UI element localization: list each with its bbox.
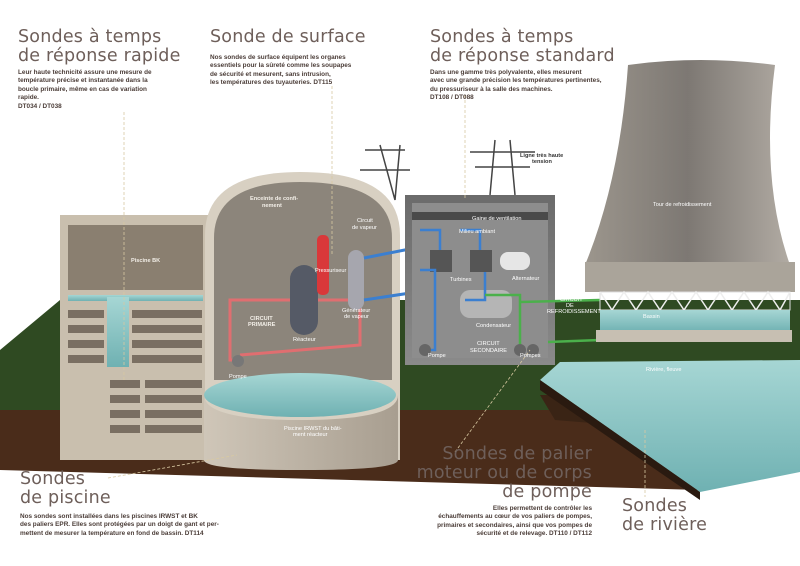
label-circuit-vapeur-2: de vapeur	[352, 225, 377, 231]
label-ligne-ht-2: tension	[532, 159, 552, 165]
condenser	[460, 290, 512, 318]
label-tour: Tour de refroidissement	[653, 202, 712, 208]
label-condensateur: Condensateur	[476, 323, 511, 329]
pool-bk-water	[107, 297, 129, 367]
body-line: sécurité et de relevage. DT110 / DT112	[476, 530, 592, 538]
alternator	[500, 252, 530, 270]
callout-surface-title: Sonde de surface	[210, 28, 366, 47]
title-line: moteur ou de corps	[416, 463, 592, 483]
body-line: Nos sondes de surface équipent les organ…	[210, 54, 346, 61]
body-line: échauffements au cœur de vos paliers de …	[438, 513, 592, 521]
steam-generator	[348, 250, 364, 310]
body-line: Leur haute technicité assure une mesure …	[18, 69, 152, 76]
title-line: de piscine	[20, 488, 111, 508]
callout-palier-title: Sondes de palier moteur ou de corps de p…	[417, 445, 592, 502]
label-generateur: Générateur	[342, 308, 370, 314]
label-circuit-vapeur: Circuit	[357, 218, 373, 224]
reactor-building	[204, 172, 400, 470]
title-line: Sondes de palier	[442, 444, 592, 464]
body-line: mettent de mesurer la température en fon…	[20, 529, 204, 537]
pylon	[360, 139, 535, 201]
basin-water	[600, 310, 790, 332]
label-circuit-refroidissement-2: DE	[566, 303, 574, 309]
body-line: primaires et secondaires, ainsi que vos …	[437, 521, 592, 529]
title-line: Sondes	[622, 496, 688, 516]
label-circuit-refroidissement: CIRCUIT	[560, 297, 583, 303]
leader-lines	[107, 86, 646, 497]
label-circuit-secondaire: CIRCUIT	[477, 341, 500, 347]
label-piscine-irwst-2: ment réacteur	[293, 432, 328, 438]
fuel-building	[60, 215, 215, 460]
label-pompe-secondaire: Pompe	[428, 353, 446, 359]
body-line: température précise et instantanée dans …	[18, 77, 148, 85]
title-line: de rivière	[622, 515, 708, 535]
diagram-labels: Enceinte de confi- nement Circuit de vap…	[131, 153, 712, 438]
callout-piscine-title: Sondes de piscine	[20, 470, 111, 508]
reactor-vessel	[290, 265, 318, 335]
body-line: boucle primaire, même en cas de variatio…	[18, 85, 147, 93]
callout-piscine-body: Nos sondes sont installées dans les pisc…	[20, 513, 219, 538]
label-ligne-ht: Ligne très haute	[520, 153, 563, 159]
label-generateur-2: de vapeur	[344, 314, 369, 320]
callout-standard-body: Dans une gamme très polyvalente, elles m…	[430, 69, 602, 103]
callout-riviere-title: Sondes de rivière	[622, 497, 707, 535]
primary-pump	[232, 355, 244, 367]
body-line: des paliers EPR. Elles sont protégées pa…	[20, 521, 219, 529]
label-gaine: Gaine de ventilation	[472, 216, 521, 222]
title-line: de réponse rapide	[18, 46, 181, 66]
label-pompe-primaire: Pompe	[229, 374, 247, 380]
body-line: rapide.	[18, 94, 39, 102]
label-bassin: Bassin	[643, 314, 660, 320]
cooling-tower	[585, 60, 795, 342]
label-circuit-primaire-2: PRIMAIRE	[248, 322, 276, 328]
pressurizer	[317, 235, 329, 295]
body-line: DT034 / DT038	[18, 102, 62, 110]
body-line: Dans une gamme très polyvalente, elles m…	[430, 69, 582, 76]
label-circuit-refroidissement-3: REFROIDISSEMENT	[547, 309, 601, 315]
label-piscine-bk: Piscine BK	[131, 258, 160, 264]
label-milieu: Milieu ambiant	[459, 229, 496, 235]
label-circuit-primaire: CIRCUIT	[250, 316, 273, 322]
label-alternateur: Alternateur	[512, 276, 539, 282]
title-line: Sondes à temps	[430, 27, 574, 47]
label-turbines: Turbines	[450, 277, 472, 283]
label-enceinte: Enceinte de confi-	[250, 196, 298, 202]
body-line: avec une grande précision les températur…	[430, 77, 602, 85]
callout-palier-body: Elles permettent de contrôler les échauf…	[437, 505, 592, 539]
label-riviere: Rivière, fleuve	[646, 367, 681, 373]
label-circuit-secondaire-2: SECONDAIRE	[470, 348, 507, 354]
label-enceinte-2: nement	[262, 203, 282, 209]
callout-rapide-body: Leur haute technicité assure une mesure …	[18, 69, 152, 111]
body-line: les températures des tuyauteries. DT115	[210, 79, 333, 87]
machine-hall	[405, 195, 601, 365]
callout-standard-title: Sondes à temps de réponse standard	[430, 28, 615, 66]
body-line: essentiels pour la sûreté comme les soup…	[210, 62, 352, 70]
label-piscine-irwst: Piscine IRWST du bâti-	[284, 426, 342, 432]
callout-rapide-title: Sondes à temps de réponse rapide	[18, 28, 181, 66]
title-line: Sondes	[20, 469, 86, 489]
label-pompes: Pompes	[520, 353, 541, 359]
body-line: Elles permettent de contrôler les	[492, 505, 592, 512]
body-line: du pressuriseur à la salle des machines.	[430, 85, 553, 93]
body-line: de sécurité et mesurent, sans intrusion,	[210, 70, 331, 78]
title-line: Sonde de surface	[210, 27, 366, 47]
body-line: DT108 / DT088	[430, 94, 474, 102]
callout-surface-body: Nos sondes de surface équipent les organ…	[210, 54, 351, 88]
river	[540, 360, 800, 492]
label-reacteur: Réacteur	[293, 337, 316, 343]
title-line: Sondes à temps	[18, 27, 162, 47]
title-line: de réponse standard	[430, 46, 615, 66]
label-pressuriseur: Pressuriseur	[315, 268, 347, 274]
ventilation-duct	[412, 212, 548, 220]
title-line: de pompe	[502, 482, 592, 502]
body-line: Nos sondes sont installées dans les pisc…	[20, 513, 198, 520]
irwst-water	[204, 373, 396, 417]
